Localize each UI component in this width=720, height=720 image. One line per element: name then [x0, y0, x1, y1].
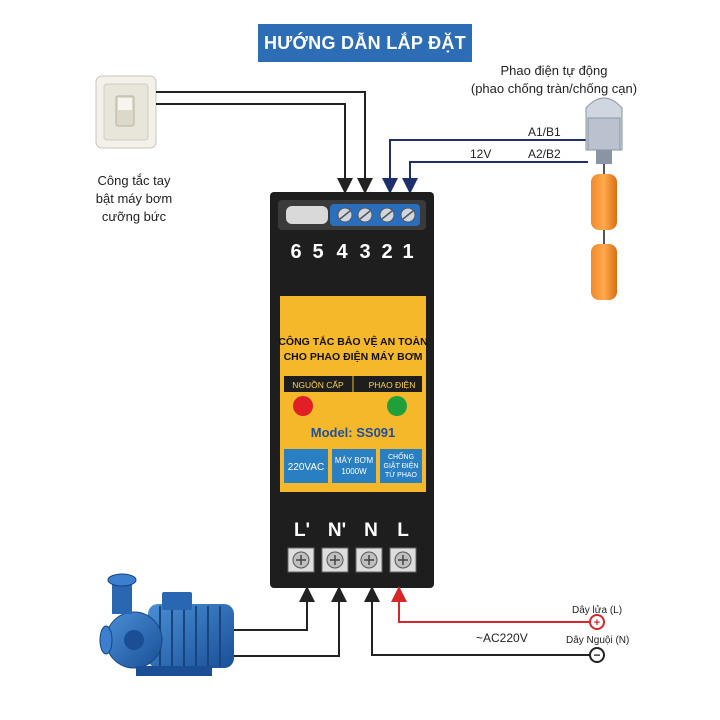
minus-sign: −: [593, 648, 600, 662]
neutral-wire: [364, 586, 590, 656]
spec-voltage: 220VAC: [288, 462, 325, 473]
terminal-l-prime: L': [294, 520, 310, 541]
ac-voltage-label: ~AC220V: [476, 631, 528, 645]
switch-label-line2: bật máy bơm: [95, 191, 173, 206]
panel-title-line1: CÔNG TẮC BẢO VỆ AN TOÀN: [278, 335, 427, 348]
model-label: Model: SS091: [311, 425, 396, 440]
plus-sign: +: [594, 617, 600, 629]
wire-label-12v: 12V: [470, 147, 491, 161]
terminal-2: 2: [381, 241, 392, 263]
page-title: HƯỚNG DẪN LẮP ĐẶT: [258, 24, 472, 62]
spec-pump-line1: MÁY BƠM: [335, 456, 374, 465]
plus-terminal-icon: [589, 614, 605, 630]
spec-pump-line2: 1000W: [341, 467, 367, 476]
water-pump-icon: [99, 573, 234, 676]
switch-label: Công tắc tay bật máy bơm cưỡng bức: [76, 172, 192, 226]
neutral-wire-label: Dây Nguội (N): [566, 635, 629, 646]
float-label-line1: Phao điện tự động: [500, 63, 608, 78]
float-label: Phao điện tự động (phao chống tràn/chống…: [444, 62, 664, 98]
terminal-3: 3: [359, 241, 370, 263]
float-switch-icon: [585, 97, 623, 300]
spec-feature-line2: GIẬT ĐIỆN: [384, 461, 419, 470]
pump-wires: [234, 586, 347, 657]
spec-feature-line3: TỪ PHAO: [385, 470, 418, 479]
switch-label-line1: Công tắc tay: [97, 173, 171, 188]
wire-label-a2b2: A2/B2: [528, 147, 561, 161]
terminal-n-prime: N': [328, 520, 346, 541]
manual-switch-icon: [95, 75, 157, 149]
live-wire: [391, 586, 590, 623]
float-label-line2: (phao chống tràn/chống cạn): [470, 81, 638, 96]
controller-device: [270, 192, 434, 588]
spec-feature-line1: CHỐNG: [388, 451, 414, 461]
float-led-icon: [387, 396, 407, 416]
power-led-icon: [293, 396, 313, 416]
switch-label-line3: cưỡng bức: [101, 209, 167, 224]
terminal-1: 1: [402, 241, 413, 263]
minus-terminal-icon: [589, 647, 605, 663]
indicator-float-label: PHAO ĐIỆN: [369, 380, 416, 390]
float-wires: [382, 139, 588, 194]
terminal-l: L: [397, 520, 409, 541]
wire-label-a1b1: A1/B1: [528, 125, 561, 139]
terminal-4: 4: [336, 241, 348, 263]
terminal-6: 6: [290, 241, 301, 263]
indicator-power-label: NGUỒN CẤP: [292, 379, 344, 390]
live-wire-label: Dây lửa (L): [572, 604, 622, 616]
terminal-n: N: [364, 520, 378, 541]
switch-wires: [156, 91, 373, 194]
panel-title-line2: CHO PHAO ĐIỆN MÁY BƠM: [284, 350, 423, 363]
terminal-5: 5: [312, 241, 323, 263]
